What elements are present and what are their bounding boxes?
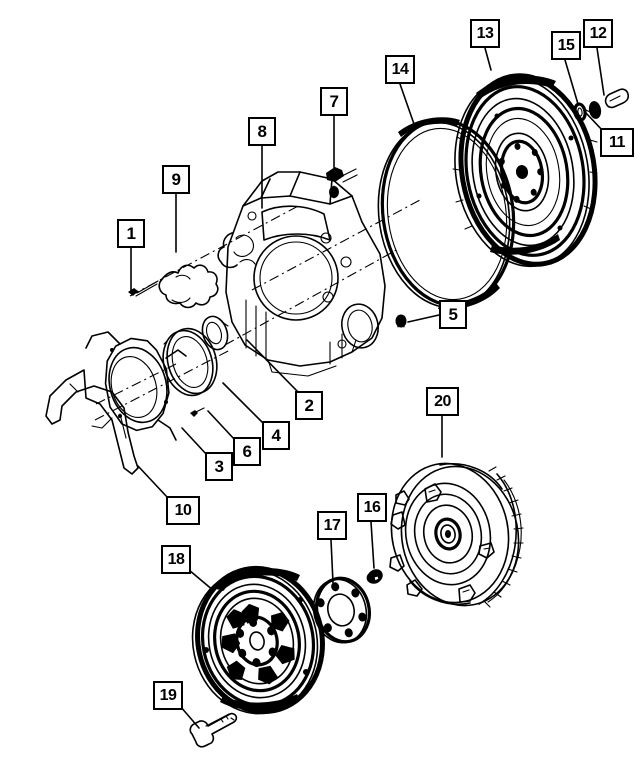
callout-label: 1 — [126, 224, 136, 243]
callout-19[interactable]: 19 — [153, 681, 183, 710]
callout-label: 11 — [609, 133, 625, 151]
callout-4[interactable]: 4 — [262, 421, 290, 450]
part-5-nut — [395, 314, 407, 328]
part-11-spacer — [588, 101, 602, 119]
callout-label: 17 — [323, 516, 341, 534]
callout-label: 12 — [589, 24, 607, 42]
callout-label: 2 — [304, 396, 314, 415]
part-1-bolt — [128, 280, 159, 297]
callout-label: 3 — [214, 457, 224, 476]
callout-20[interactable]: 20 — [426, 387, 459, 416]
callout-15[interactable]: 15 — [551, 31, 581, 60]
part-18-flexplate — [191, 565, 325, 715]
callout-3[interactable]: 3 — [205, 452, 233, 481]
part-9-gasket — [158, 264, 219, 309]
callout-18[interactable]: 18 — [161, 545, 191, 574]
part-3-seal-retainer — [85, 331, 205, 441]
callout-8[interactable]: 8 — [248, 117, 276, 146]
part-13-flywheel — [452, 73, 598, 268]
callout-16[interactable]: 16 — [357, 493, 387, 522]
part-4-seal-ring — [162, 327, 218, 397]
callout-label: 19 — [159, 686, 177, 704]
callout-label: 8 — [257, 122, 267, 141]
callout-7[interactable]: 7 — [320, 87, 348, 116]
callout-label: 7 — [329, 92, 339, 111]
leader-lines — [130, 47, 605, 729]
callout-label: 9 — [171, 170, 181, 189]
callout-label: 4 — [271, 426, 281, 445]
part-12-bolt — [604, 88, 630, 109]
callout-12[interactable]: 12 — [583, 19, 613, 48]
callout-label: 15 — [557, 36, 575, 54]
part-2-crankshaft-seal — [201, 315, 229, 351]
callout-label: 13 — [476, 24, 494, 42]
callout-label: 20 — [434, 392, 451, 410]
callout-label: 18 — [167, 550, 185, 568]
callout-label: 6 — [242, 442, 252, 461]
part-17-hub-plate — [312, 576, 371, 644]
callout-1[interactable]: 1 — [117, 219, 145, 248]
callout-11[interactable]: 11 — [600, 128, 634, 157]
part-7-bolt — [326, 167, 358, 199]
part-19-bolt — [189, 712, 238, 748]
callout-label: 16 — [363, 498, 381, 516]
callout-label: 10 — [174, 501, 192, 519]
callout-9[interactable]: 9 — [162, 165, 190, 194]
part-10-gasket — [45, 363, 177, 475]
part-8-housing — [217, 171, 386, 377]
part-20-torque-converter — [389, 462, 524, 608]
callout-10[interactable]: 10 — [166, 496, 200, 525]
part-16-clip — [366, 569, 383, 584]
callout-label: 5 — [448, 305, 458, 324]
callout-17[interactable]: 17 — [317, 511, 347, 540]
callout-label: 14 — [391, 60, 409, 78]
callout-6[interactable]: 6 — [233, 437, 261, 466]
callout-5[interactable]: 5 — [439, 300, 467, 329]
callout-2[interactable]: 2 — [295, 391, 323, 420]
callout-13[interactable]: 13 — [470, 19, 500, 48]
callout-14[interactable]: 14 — [385, 55, 415, 84]
